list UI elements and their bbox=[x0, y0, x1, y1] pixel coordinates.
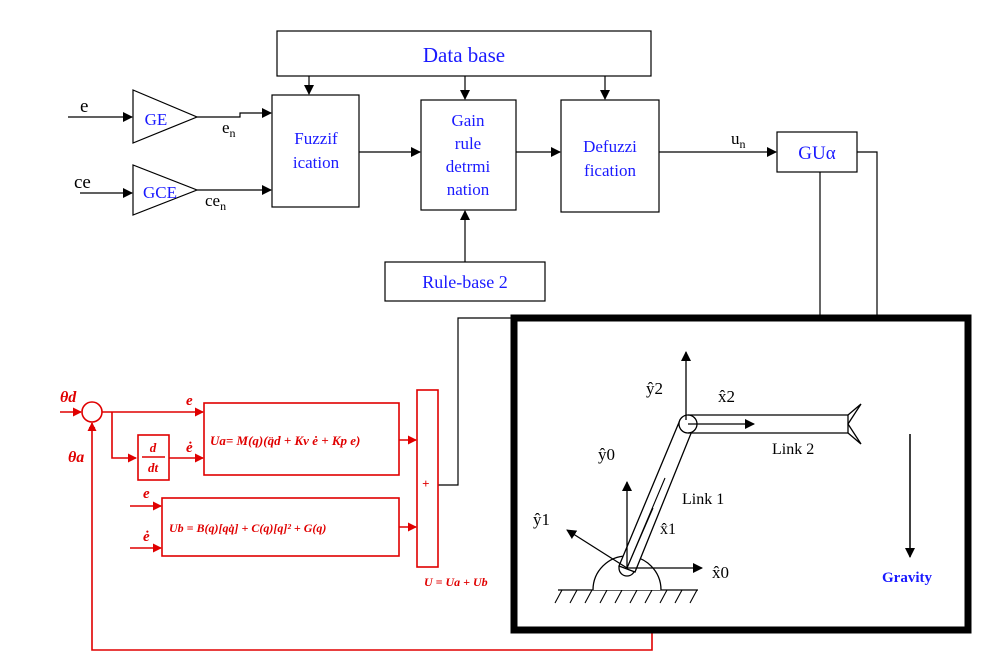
derivative-num: d bbox=[150, 440, 157, 455]
robot-border bbox=[510, 314, 972, 634]
x0-label: x̂0 bbox=[712, 563, 729, 582]
y0-label: ŷ0 bbox=[598, 445, 615, 464]
gain-label-3: detrmi bbox=[446, 157, 491, 176]
fuzzification-label-2: ication bbox=[293, 153, 340, 172]
en-label: en bbox=[222, 118, 236, 140]
derivative-den: dt bbox=[148, 460, 159, 475]
x1-axis bbox=[626, 507, 654, 569]
defuzzification-box bbox=[560, 99, 660, 213]
rulebase-box bbox=[384, 261, 546, 302]
gain-label-2: rule bbox=[455, 134, 481, 153]
gu-output-wire-right bbox=[857, 151, 878, 318]
gravity-label: Gravity bbox=[882, 570, 932, 586]
database-box bbox=[276, 30, 652, 77]
y2-label: ŷ2 bbox=[646, 379, 663, 398]
red-controller bbox=[60, 389, 653, 651]
sum-plus: + bbox=[422, 476, 429, 491]
minus-sign: − bbox=[88, 420, 96, 435]
ub-equation: Ub = B(q)[qq̇] + C(q)[q]² + G(q) bbox=[169, 521, 326, 535]
en-arrow bbox=[197, 108, 272, 118]
link1-label: Link 1 bbox=[682, 491, 724, 508]
theta-d-label: θd bbox=[60, 389, 77, 406]
fuzzification-box bbox=[271, 94, 360, 208]
ua-box bbox=[203, 402, 400, 476]
sum-bar bbox=[416, 389, 439, 568]
fuzzification-label-1: Fuzzif bbox=[294, 129, 338, 148]
gain-label-1: Gain bbox=[451, 111, 485, 130]
edot-top-label: ė bbox=[186, 440, 193, 456]
ground-hatch bbox=[554, 589, 698, 604]
edot-bot-label: ė bbox=[143, 529, 150, 545]
fuzzy-controller bbox=[68, 30, 878, 486]
cen-label: cen bbox=[205, 191, 226, 213]
gce-amplifier bbox=[132, 164, 199, 216]
defuzz-label-1: Defuzzi bbox=[583, 137, 637, 156]
y1-axis bbox=[566, 529, 628, 569]
gain-label-4: nation bbox=[447, 180, 490, 199]
un-label: un bbox=[731, 129, 746, 151]
input-ce-label: ce bbox=[74, 172, 91, 193]
robot-frame bbox=[510, 314, 972, 634]
gce-label: GCE bbox=[143, 183, 177, 202]
rulebase-label: Rule-base 2 bbox=[422, 272, 507, 292]
x2-label: x̂2 bbox=[718, 387, 735, 406]
database-label: Data base bbox=[423, 43, 505, 67]
ua-equation: Ua= M(q)(q̈d + Kv ė + Kp e) bbox=[210, 433, 360, 448]
x1-label: x̂1 bbox=[660, 521, 676, 538]
y1-label: ŷ1 bbox=[533, 510, 550, 529]
gain-rule-box bbox=[420, 99, 517, 211]
input-e-label: e bbox=[80, 96, 88, 117]
e-bot-label: e bbox=[143, 486, 150, 502]
gu-alpha-label: GUα bbox=[798, 143, 835, 164]
gu-alpha-box bbox=[776, 131, 858, 173]
link2-label: Link 2 bbox=[772, 441, 814, 458]
ge-amplifier bbox=[132, 89, 199, 144]
e-top-label: e bbox=[186, 393, 193, 409]
gripper bbox=[847, 403, 862, 445]
sum-to-robot-wire bbox=[438, 317, 512, 486]
feedback-loop bbox=[87, 422, 653, 651]
error-to-derivative bbox=[111, 412, 137, 463]
sum-equation: U = Ua + Ub bbox=[424, 575, 488, 589]
defuzz-label-2: fication bbox=[584, 161, 636, 180]
ge-label: GE bbox=[145, 110, 168, 129]
theta-a-label: θa bbox=[68, 449, 84, 466]
summing-junction bbox=[81, 401, 103, 423]
